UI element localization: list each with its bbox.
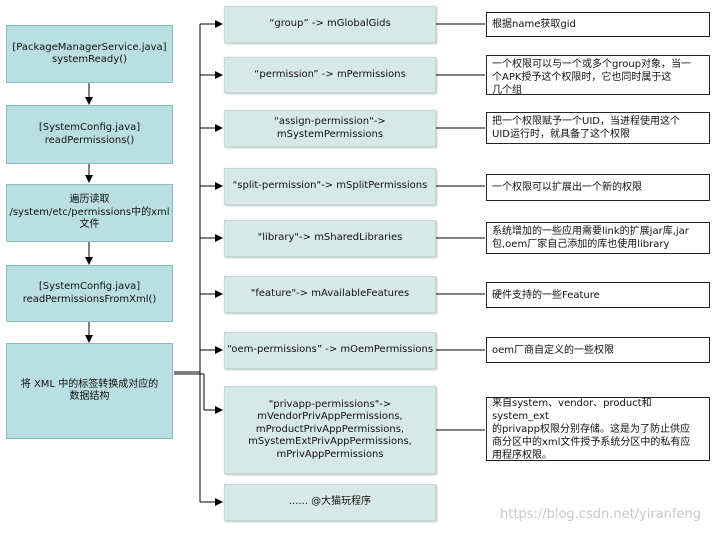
mapping-assign-permission: "assign-permission"-> mSystemPermissions: [224, 110, 436, 147]
mapping-oem-permissions: “oem-permissions” -> mOemPermissions: [224, 332, 436, 369]
note-privapp-permissions: 来自system、vendor、product和system_ext 的priv…: [486, 397, 710, 461]
note-group: 根据name获取gid: [486, 12, 710, 37]
flow-step-read-permissions: [SystemConfig.java] readPermissions(): [6, 105, 173, 164]
note-assign-permission: 把一个权限赋予一个UID，当进程使用这个 UID运行时，就具备了这个权限: [486, 112, 710, 144]
note-split-permission: 一个权限可以扩展出一个新的权限: [486, 174, 710, 201]
note-library: 系统增加的一些应用需要link的扩展jar库,jar 包,oem厂家自己添加的库…: [486, 222, 710, 254]
note-oem-permissions: oem厂商自定义的一些权限: [486, 337, 710, 363]
watermark: https://blog.csdn.net/yiranfeng: [500, 507, 701, 522]
mapping-split-permission: "split-permission"-> mSplitPermissions: [224, 168, 436, 205]
mapping-group: “group” -> mGlobalGids: [224, 6, 436, 43]
flow-step-iterate-xml: 遍历读取 /system/etc/permissions中的xml 文件: [6, 184, 173, 242]
note-feature: 硬件支持的一些Feature: [486, 282, 710, 308]
flow-step-convert-tags: 将 XML 中的标签转换成对应的 数据结构: [6, 343, 173, 439]
flow-step-system-ready: [PackageManagerService.java] systemReady…: [6, 25, 173, 83]
note-permission: 一个权限可以与一个或多个group对象，当一 个APK授予这个权限时，它也同时属…: [486, 55, 710, 96]
mapping-privapp-permissions: "privapp-permissions"-> mVendorPrivAppPe…: [224, 386, 436, 474]
flow-step-read-from-xml: [SystemConfig.java] readPermissionsFromX…: [6, 265, 173, 322]
mapping-permission: “permission” -> mPermissions: [224, 57, 436, 93]
mapping-feature: "feature"-> mAvailableFeatures: [224, 276, 436, 313]
mapping-more: ...... @大猫玩程序: [224, 484, 436, 521]
mapping-library: "library"-> mSharedLibraries: [224, 220, 436, 257]
